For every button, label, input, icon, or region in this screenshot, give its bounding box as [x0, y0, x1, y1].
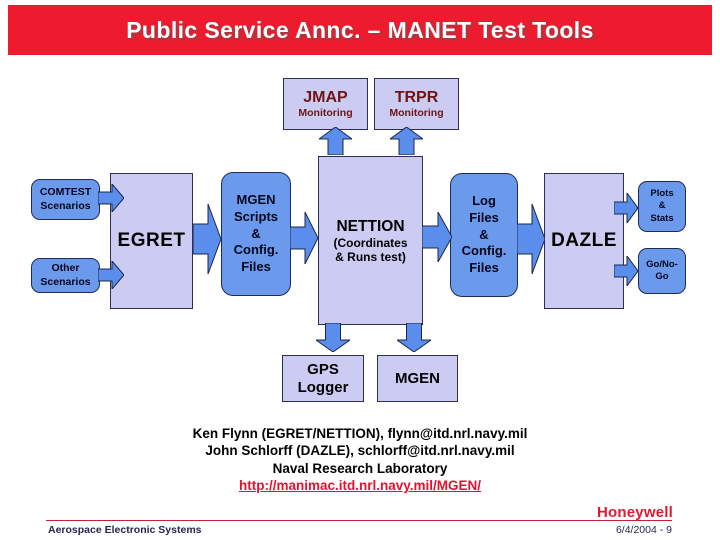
block-arrow-right-egret-mgenscripts-icon — [193, 204, 221, 274]
block-arrow-right-dazle-gonogo-icon — [614, 256, 638, 286]
honeywell-logo: Honeywell — [597, 504, 673, 521]
node-egret: EGRET — [110, 173, 193, 309]
footer-division: Aerospace Electronic Systems — [48, 524, 202, 536]
mgen-link[interactable]: http://manimac.itd.nrl.navy.mil/MGEN/ — [238, 478, 482, 494]
node-nettion-title: NETTION — [336, 217, 405, 235]
node-mgen-scripts-line3: & — [251, 225, 261, 241]
node-jmap-title: JMAP — [303, 89, 348, 106]
block-arrow-right-other-egret-icon — [98, 261, 124, 289]
block-arrow-right-dazle-plots-icon — [614, 193, 638, 223]
node-nettion: NETTION (Coordinates & Runs test) — [318, 156, 423, 325]
block-arrow-right-logfiles-dazle-icon — [517, 204, 545, 274]
node-plots-stats: Plots & Stats — [638, 181, 686, 232]
block-arrow-right-mgenscripts-nettion-icon — [290, 212, 318, 264]
node-trpr-subtitle: Monitoring — [389, 107, 444, 119]
node-mgen-scripts-line4: Config. — [233, 242, 279, 258]
node-jmap-subtitle: Monitoring — [298, 107, 353, 119]
node-gps-line1: GPS — [307, 360, 339, 378]
node-log-files-line5: Files — [469, 259, 499, 275]
node-gps-line2: Logger — [297, 378, 349, 396]
node-other-line1: Other — [51, 261, 80, 274]
node-jmap: JMAP Monitoring — [283, 78, 368, 130]
page-title: Public Service Annc. – MANET Test Tools — [126, 16, 594, 43]
node-log-files-line3: & — [479, 226, 489, 242]
footer-date-page: 6/4/2004 - 9 — [615, 524, 672, 536]
node-trpr: TRPR Monitoring — [374, 78, 459, 130]
node-mgen: MGEN — [377, 355, 458, 402]
block-arrow-down-nettion-gps-icon — [316, 323, 350, 352]
block-arrow-up-nettion-trpr-icon — [390, 127, 423, 155]
node-gonogo-line2: Go — [655, 271, 669, 282]
node-mgen-title: MGEN — [395, 370, 440, 387]
footer-divider — [46, 520, 672, 521]
node-log-files-line2: Files — [469, 210, 499, 226]
node-plots-line3: Stats — [650, 212, 674, 224]
node-gonogo-line1: Go/No- — [646, 258, 678, 270]
node-dazle-title: DAZLE — [551, 230, 617, 251]
node-comtest-line1: COMTEST — [39, 185, 92, 198]
node-other-scenarios: Other Scenarios — [31, 258, 100, 293]
contact-block: Ken Flynn (EGRET/NETTION), flynn@itd.nrl… — [0, 425, 720, 495]
contact-line-3: Naval Research Laboratory — [272, 460, 448, 476]
block-arrow-right-comtest-egret-icon — [98, 184, 124, 212]
node-plots-line1: Plots — [650, 187, 674, 199]
node-mgen-scripts-line5: Files — [241, 258, 271, 274]
contact-line-2: John Schlorff (DAZLE), schlorff@itd.nrl.… — [205, 443, 515, 459]
node-trpr-title: TRPR — [394, 89, 439, 106]
node-dazle: DAZLE — [544, 173, 624, 309]
block-arrow-right-nettion-logfiles-icon — [422, 212, 452, 262]
block-arrow-up-nettion-jmap-icon — [319, 127, 352, 155]
node-plots-line2: & — [658, 200, 666, 212]
node-other-line2: Scenarios — [40, 275, 91, 288]
contact-line-1: Ken Flynn (EGRET/NETTION), flynn@itd.nrl… — [192, 426, 528, 441]
node-nettion-sub1: (Coordinates — [333, 235, 408, 250]
node-egret-title: EGRET — [117, 230, 186, 251]
node-mgen-scripts-line1: MGEN — [236, 192, 276, 208]
node-log-files-line4: Config. — [461, 243, 507, 259]
node-comtest-line2: Scenarios — [40, 199, 91, 212]
node-log-files: Log Files & Config. Files — [450, 173, 518, 297]
node-mgen-scripts-line2: Scripts — [233, 209, 279, 225]
node-nettion-sub2: & Runs test) — [335, 249, 406, 264]
node-gps-logger: GPS Logger — [282, 355, 364, 402]
node-comtest-scenarios: COMTEST Scenarios — [31, 179, 100, 220]
block-arrow-down-nettion-mgen-icon — [397, 323, 431, 352]
node-mgen-scripts: MGEN Scripts & Config. Files — [221, 172, 291, 296]
node-log-files-line1: Log — [472, 193, 496, 209]
title-bar: Public Service Annc. – MANET Test Tools — [8, 5, 712, 55]
node-go-no-go: Go/No- Go — [638, 248, 686, 294]
